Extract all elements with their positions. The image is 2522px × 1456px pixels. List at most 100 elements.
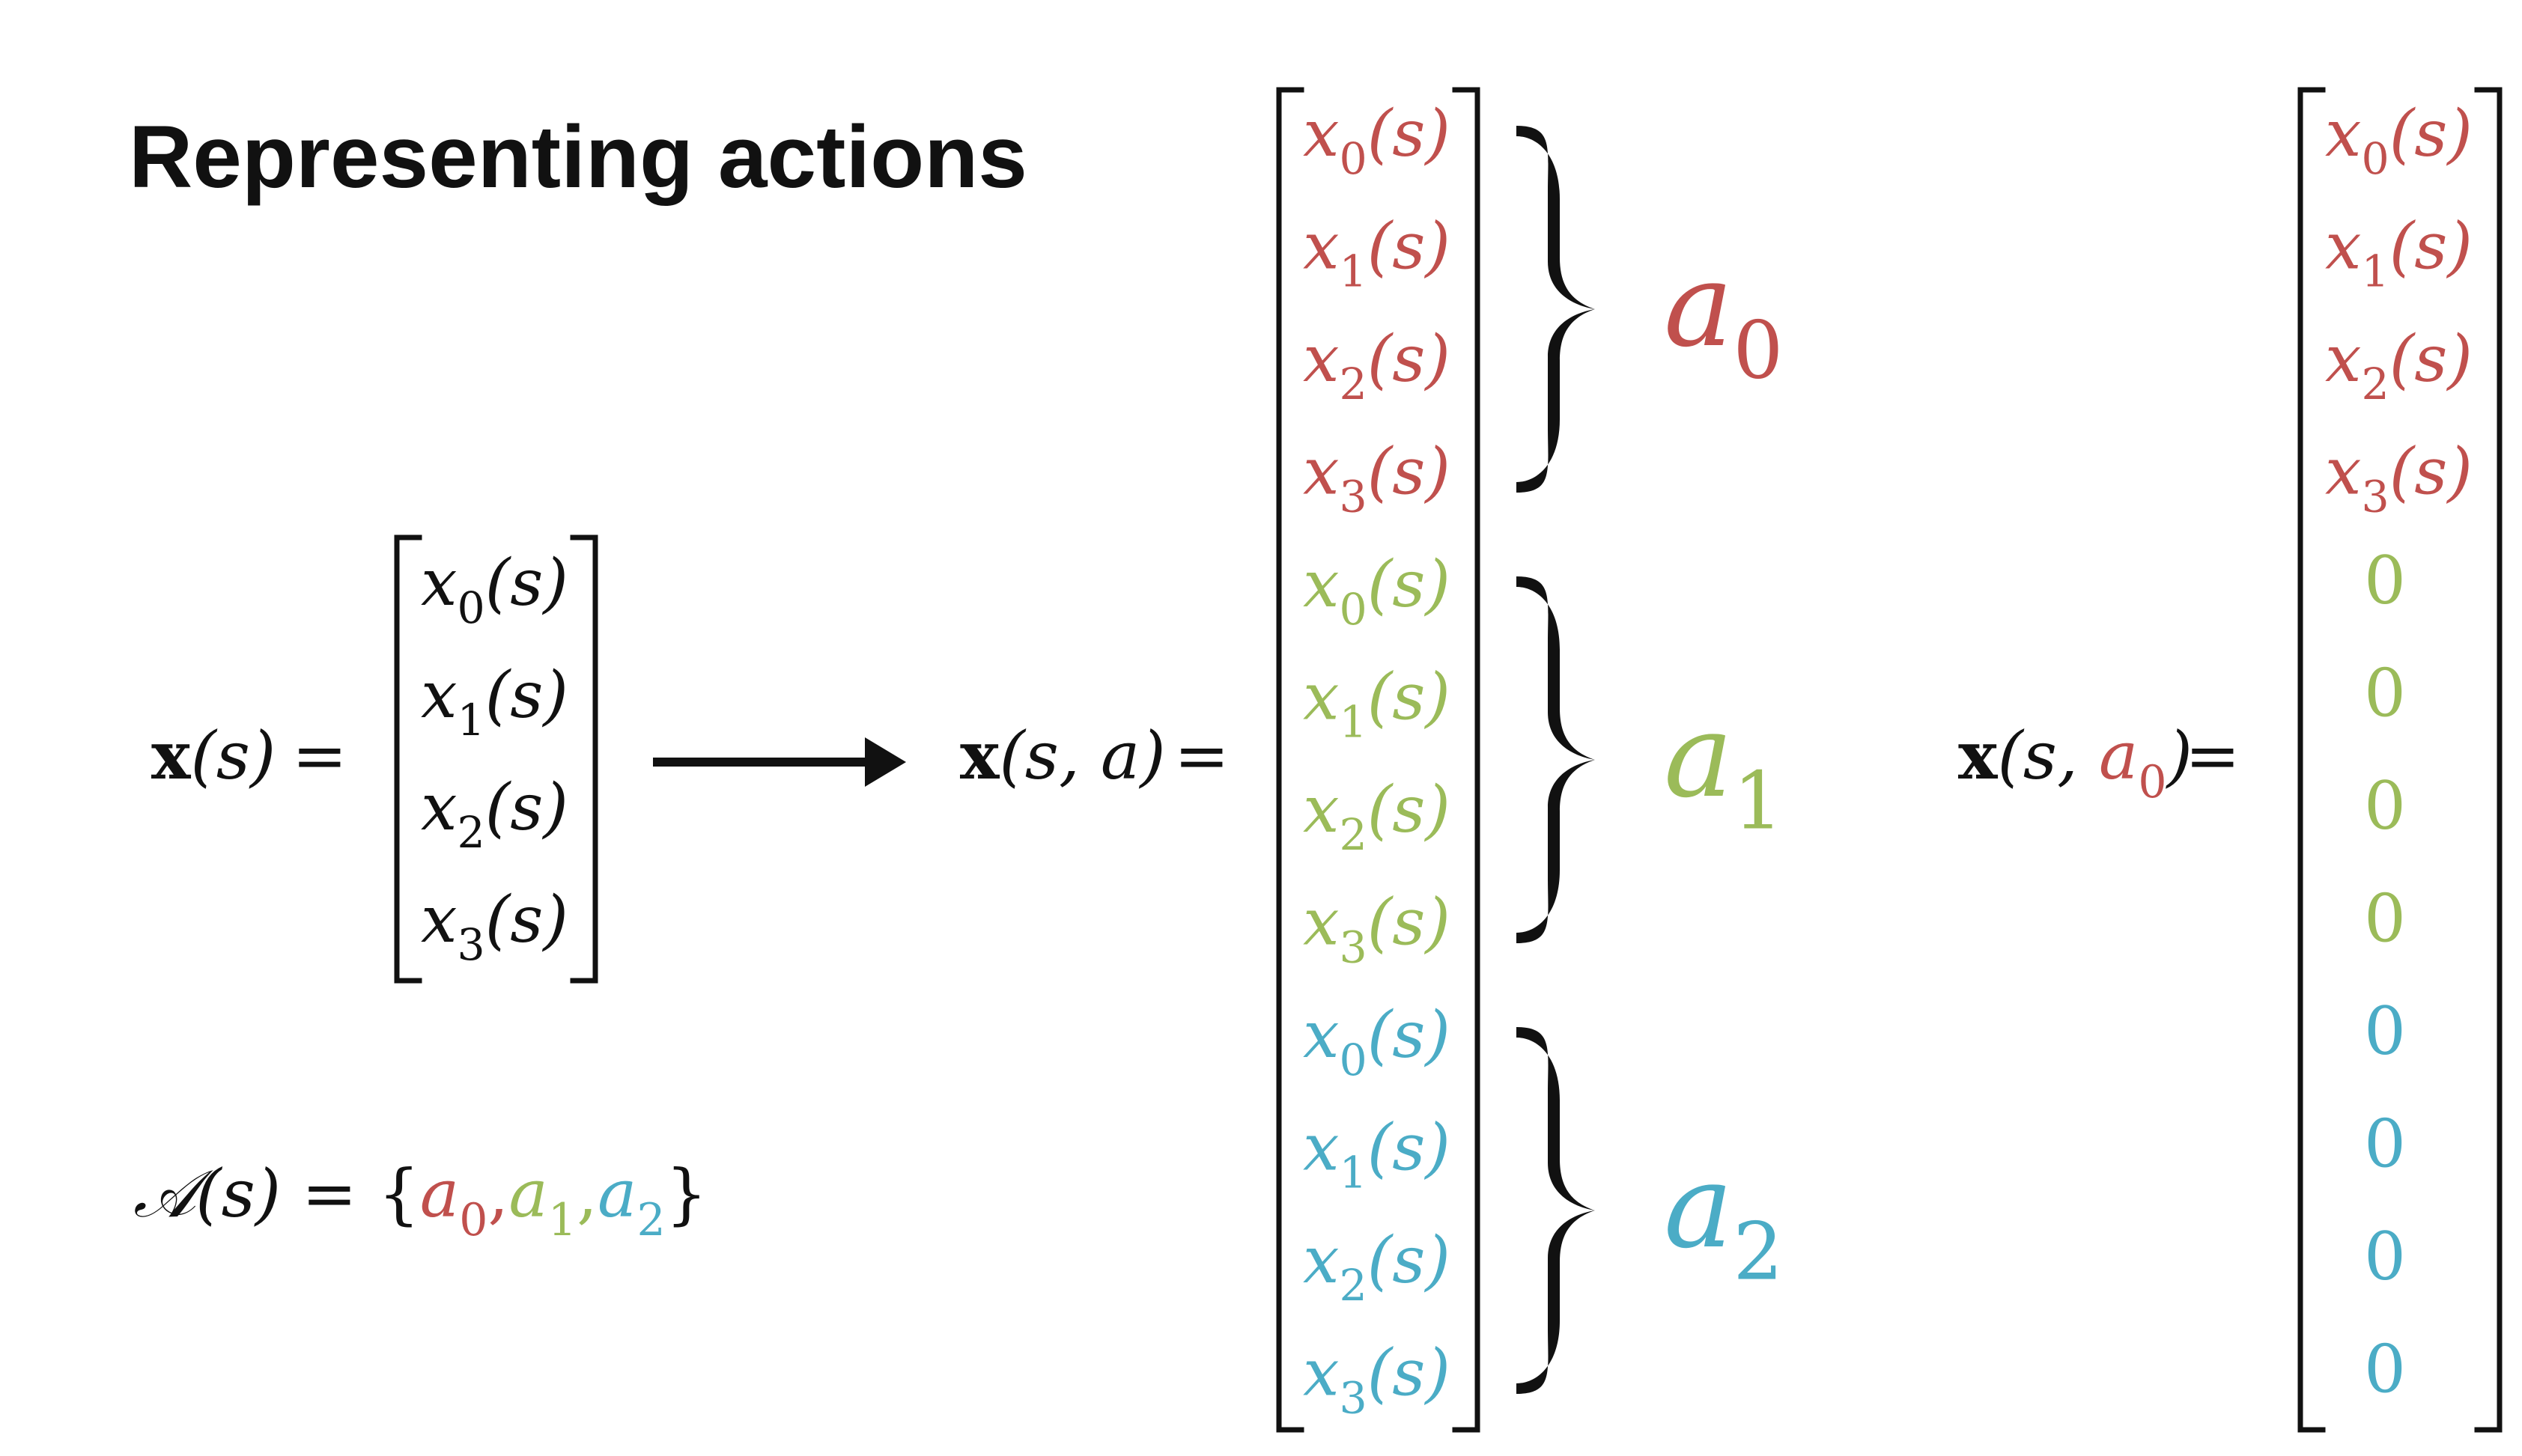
close-brace: } [666, 1155, 708, 1232]
right-bracket [570, 534, 598, 984]
group-curly-brace [1516, 126, 1595, 493]
term-variable: x [421, 770, 458, 845]
term-variable: a [1664, 688, 1733, 823]
comma: , [577, 1155, 598, 1232]
term-variable: x [1303, 660, 1340, 735]
term-variable: x [1303, 547, 1340, 622]
vector-zero-entry: 0 [2364, 993, 2406, 1070]
lhs-args-open: (s, [1997, 717, 2098, 794]
term-argument: (s) [1367, 97, 1450, 171]
vector-entry: x0(s) [1303, 97, 1450, 184]
lhs-args-close: ) [2166, 717, 2193, 794]
term-argument: (s) [2389, 210, 2473, 284]
action-subscript: 1 [548, 1194, 577, 1246]
vector-zero-entry: 0 [2364, 1218, 2406, 1295]
term-subscript: 1 [1733, 755, 1783, 847]
vector-entry: x1(s) [1303, 660, 1450, 748]
vector-entry: x0(s) [421, 546, 568, 633]
action-variable: a [420, 1155, 459, 1232]
vector-zero-entry: 0 [2364, 1106, 2406, 1183]
action-set-equation: 𝒜(s) = {a0,a1,a2} [133, 1155, 708, 1246]
term-subscript: 1 [458, 695, 485, 746]
vector-zero-entry: 0 [2364, 1331, 2406, 1408]
term-argument: (s) [1367, 435, 1450, 510]
vector-entry: x3(s) [1303, 1336, 1450, 1424]
lhs-x-of-s: x(s) [151, 716, 276, 794]
term-subscript: 3 [2362, 472, 2389, 523]
group-curly-brace [1516, 576, 1595, 943]
term-subscript: 3 [1340, 922, 1367, 973]
vector-entry: x0(s) [2325, 97, 2473, 184]
equals-sign: = [1174, 717, 1230, 794]
equals-sign: = [281, 1155, 378, 1232]
term-variable: x [2325, 210, 2362, 284]
term-variable: x [1303, 886, 1340, 960]
left-bracket [2297, 87, 2326, 1433]
action-subscript: 0 [459, 1194, 487, 1246]
term-variable: x [421, 883, 458, 957]
term-subscript: 2 [1340, 1260, 1367, 1311]
state-feature-vector-equation: x(s)=x0(s)x1(s)x2(s)x3(s) [151, 534, 598, 984]
action-subscript: 2 [637, 1194, 666, 1246]
term-variable: x [1303, 773, 1340, 847]
term-variable: x [1303, 210, 1340, 284]
term-variable: a [1664, 1139, 1733, 1274]
term-argument: (s) [2389, 97, 2473, 171]
term-subscript: 0 [1340, 584, 1367, 635]
term-argument: (s) [1367, 660, 1450, 735]
state-action-feature-vector-equation: x(s, a)=x0(s)x1(s)x2(s)x3(s)a0x0(s)x1(s)… [960, 87, 1783, 1433]
term-argument: (s) [1367, 1223, 1450, 1298]
lhs-x-of-s-a: x(s, a) [960, 716, 1166, 794]
vector-entry: x3(s) [1303, 886, 1450, 973]
right-bracket [1452, 87, 1480, 1433]
term-subscript: 3 [1340, 1373, 1367, 1424]
vector-zero-entry: 0 [2364, 767, 2406, 844]
group-action-label: a2 [1664, 1139, 1783, 1297]
vector-entry: x1(s) [1303, 210, 1450, 297]
term-subscript: 3 [458, 919, 485, 970]
set-args: (s) [195, 1155, 281, 1232]
term-subscript: 1 [1340, 246, 1367, 297]
vector-zero-entry: 0 [2364, 542, 2406, 619]
term-argument: (s) [2389, 435, 2473, 510]
term-argument: (s) [1367, 322, 1450, 397]
term-variable: x [2325, 435, 2362, 510]
term-subscript: 0 [1340, 1035, 1367, 1085]
vector-entry: x2(s) [1303, 1223, 1450, 1311]
vector-zero-entry: 0 [2364, 655, 2406, 732]
term-variable: x [1303, 1336, 1340, 1411]
term-variable: x [1303, 435, 1340, 510]
vector-zero-entry: 0 [2364, 880, 2406, 957]
term-variable: x [1303, 1111, 1340, 1186]
vector-entry: x0(s) [1303, 547, 1450, 635]
term-argument: (s) [1367, 210, 1450, 284]
term-variable: x [421, 658, 458, 733]
term-subscript: 3 [1340, 472, 1367, 523]
left-bracket [1276, 87, 1304, 1433]
group-curly-brace [1516, 1027, 1595, 1394]
term-subscript: 2 [2362, 359, 2389, 409]
vector-entry: x3(s) [421, 883, 568, 970]
term-argument: (s) [1367, 1111, 1450, 1186]
action-variable: a [508, 1155, 547, 1232]
lhs-bold-x: x [960, 716, 1000, 794]
arrow-head [865, 737, 906, 787]
term-argument: (s) [1367, 998, 1450, 1073]
term-subscript: 0 [1733, 304, 1783, 396]
vector-entry: x0(s) [1303, 998, 1450, 1085]
vector-entry: x2(s) [421, 770, 568, 858]
term-subscript: 0 [2362, 133, 2389, 184]
group-action-label: a0 [1664, 237, 1783, 396]
vector-entry: x1(s) [1303, 1111, 1450, 1198]
lhs-args: (s, a) [999, 717, 1165, 794]
term-argument: (s) [1367, 1336, 1450, 1411]
term-subscript: 1 [1340, 697, 1367, 748]
term-variable: x [1303, 97, 1340, 171]
term-argument: (s) [1367, 886, 1450, 960]
vector-entry: x1(s) [2325, 210, 2473, 297]
action-set-expression: 𝒜(s) = {a0,a1,a2} [133, 1155, 708, 1246]
lhs-args: (s) [190, 717, 276, 794]
group-action-label: a1 [1664, 688, 1783, 847]
